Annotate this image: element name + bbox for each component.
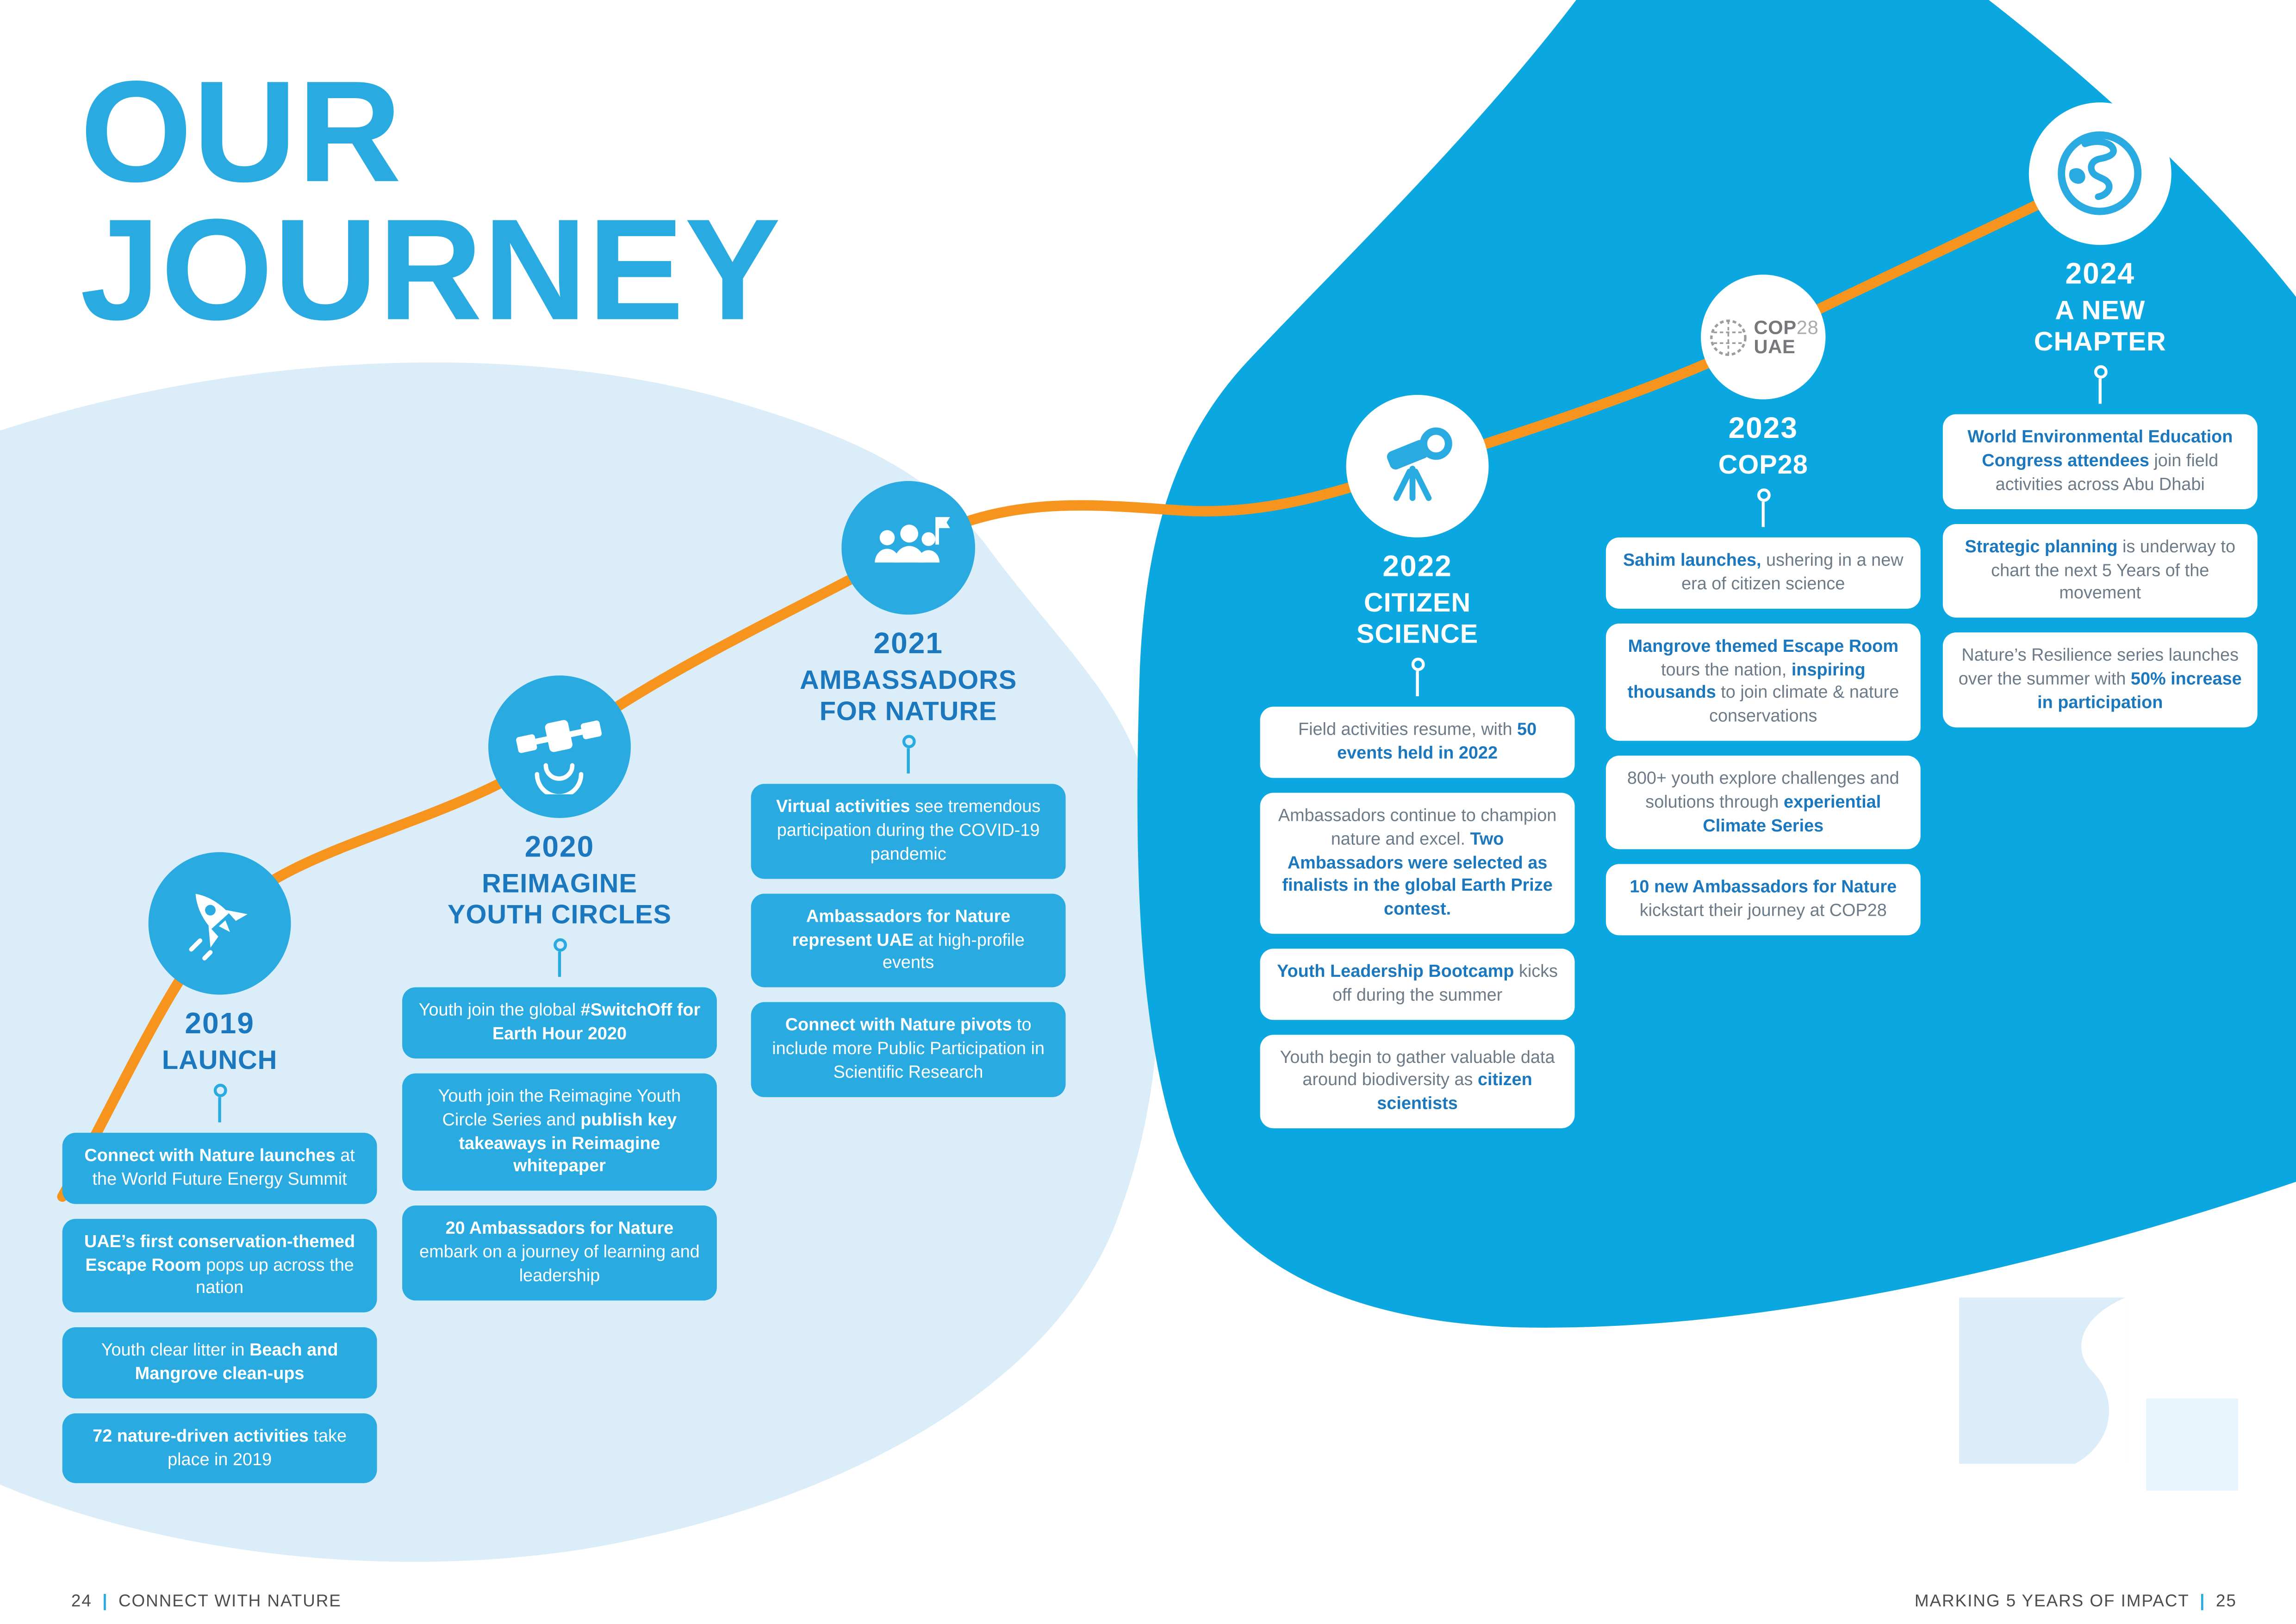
connector-line bbox=[557, 952, 562, 978]
milestone-year: 2023 bbox=[1728, 412, 1798, 446]
page-title-line1: OUR bbox=[80, 50, 403, 212]
milestone-card: Mangrove themed Escape Room tours the na… bbox=[1605, 623, 1921, 741]
connector-ring bbox=[553, 939, 566, 953]
milestone-card: Youth join the Reimagine Youth Circle Se… bbox=[402, 1073, 717, 1191]
connector-line bbox=[1761, 502, 1765, 528]
milestone-card: 10 new Ambassadors for Nature kickstart … bbox=[1605, 864, 1921, 936]
footer-left: 24 | CONNECT WITH NATURE bbox=[71, 1593, 342, 1611]
telescope-icon bbox=[1346, 395, 1489, 537]
milestone-card: 20 Ambassadors for Nature embark on a jo… bbox=[402, 1206, 717, 1300]
footer-separator: | bbox=[2200, 1593, 2206, 1611]
connector-line bbox=[906, 749, 910, 775]
connector-ring bbox=[902, 735, 915, 749]
milestone-title: REIMAGINE YOUTH CIRCLES bbox=[448, 868, 672, 930]
connector-line bbox=[1415, 672, 1419, 697]
milestone-card: Virtual activities see tremendous partic… bbox=[751, 784, 1066, 879]
connector-stem bbox=[2093, 366, 2107, 405]
page-title-line2: JOURNEY bbox=[80, 188, 782, 351]
satellite-icon bbox=[488, 675, 631, 818]
milestone-title: CITIZEN SCIENCE bbox=[1356, 587, 1479, 650]
footer-separator: | bbox=[102, 1593, 108, 1611]
logo-mark bbox=[1959, 1297, 2239, 1491]
milestone-title: LAUNCH bbox=[162, 1045, 278, 1075]
milestone-2024: 2024 A NEW CHAPTER World Environmental Edu… bbox=[1942, 102, 2258, 742]
connector-line bbox=[2098, 379, 2102, 405]
page-number-right: 25 bbox=[2215, 1593, 2237, 1611]
milestone-card: Youth begin to gather valuable data arou… bbox=[1260, 1034, 1575, 1129]
milestone-card: Strategic planning is underway to chart … bbox=[1942, 524, 2258, 618]
footer-right-text: MARKING 5 YEARS OF IMPACT bbox=[1914, 1593, 2190, 1611]
connector-stem bbox=[1411, 658, 1425, 697]
milestone-card: Youth Leadership Bootcamp kicks off duri… bbox=[1260, 949, 1575, 1019]
milestone-card: Ambassadors continue to champion nature … bbox=[1260, 793, 1575, 934]
milestone-card: UAE’s first conservation-themed Escape R… bbox=[62, 1218, 377, 1313]
page-footer: 24 | CONNECT WITH NATURE MARKING 5 YEARS… bbox=[71, 1593, 2237, 1611]
milestone-title: AMBASSADORS FOR NATURE bbox=[800, 665, 1017, 726]
connector-ring bbox=[213, 1084, 227, 1098]
milestone-card: Ambassadors for Nature represent UAE at … bbox=[751, 893, 1066, 988]
milestone-year: 2020 bbox=[524, 831, 595, 864]
connector-ring bbox=[1411, 658, 1425, 672]
milestone-card: 800+ youth explore challenges and soluti… bbox=[1605, 756, 1921, 850]
page-number-left: 24 bbox=[71, 1593, 92, 1611]
milestone-card: Connect with Nature launches at the Worl… bbox=[62, 1133, 377, 1204]
milestone-card: Sahim launches, ushering in a new era of… bbox=[1605, 537, 1921, 609]
footer-left-text: CONNECT WITH NATURE bbox=[118, 1593, 342, 1611]
milestone-card: World Environmental Education Congress a… bbox=[1942, 415, 2258, 509]
milestone-year: 2024 bbox=[2065, 258, 2135, 291]
connector-ring bbox=[2093, 366, 2107, 380]
connector-stem bbox=[1756, 488, 1770, 528]
connector-stem bbox=[213, 1084, 227, 1123]
milestone-year: 2022 bbox=[1382, 550, 1452, 584]
page-title: OUR JOURNEY bbox=[80, 50, 782, 351]
milestone-card: Nature’s Resilience series launches over… bbox=[1942, 632, 2258, 727]
footer-right: MARKING 5 YEARS OF IMPACT | 25 bbox=[1915, 1593, 2237, 1611]
connector-ring bbox=[1756, 488, 1770, 502]
cop28-globe-icon bbox=[1710, 319, 1746, 356]
rocket-icon bbox=[148, 852, 291, 995]
connector-stem bbox=[902, 735, 915, 775]
ambassadors-icon bbox=[841, 481, 975, 615]
connector-line bbox=[218, 1097, 222, 1123]
milestone-card: Youth clear litter in Beach and Mangrove… bbox=[62, 1327, 377, 1399]
milestone-card: Field activities resume, with 50 events … bbox=[1260, 707, 1575, 778]
milestone-card: 72 nature-driven activities take place i… bbox=[62, 1413, 377, 1484]
milestone-card: Connect with Nature pivots to include mo… bbox=[751, 1002, 1066, 1097]
connector-stem bbox=[553, 939, 566, 978]
milestone-title: A NEW CHAPTER bbox=[2034, 295, 2166, 357]
milestone-card: Youth join the global #SwitchOff for Ear… bbox=[402, 988, 717, 1059]
milestone-year: 2019 bbox=[185, 1008, 255, 1041]
globe-icon bbox=[2028, 102, 2172, 245]
milestone-year: 2021 bbox=[873, 628, 943, 661]
milestone-title: COP28 bbox=[1718, 450, 1808, 480]
